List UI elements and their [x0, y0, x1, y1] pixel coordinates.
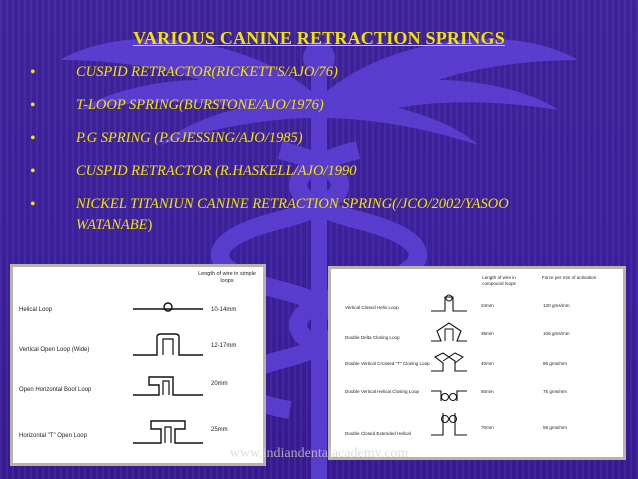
bullet-text: CUSPID RETRACTOR (R.HASKELL/AJO/1990 — [76, 163, 357, 179]
bullet-list: • CUSPID RETRACTOR(RICKETT'S/AJO/76) • T-L… — [30, 62, 630, 248]
bullet-item: • CUSPID RETRACTOR (R.HASKELL/AJO/1990 — [30, 161, 630, 182]
bullet-text: NICKEL TITANIUN CANINE RETRACTION SPRING… — [76, 196, 509, 212]
helical-loop-icon — [133, 302, 203, 312]
compound-loops-table: Length of wire in compound loops Force p… — [328, 266, 626, 460]
slide-title: VARIOUS CANINE RETRACTION SPRINGS — [133, 28, 505, 48]
table-row-value: 12-17mm — [211, 343, 237, 349]
table-row-label: Double Vertical Helical Closing Loop — [345, 389, 420, 394]
bullet-icon: • — [30, 196, 36, 213]
table-row-force: 75 gms/mm — [543, 389, 567, 394]
vertical-open-loop-icon — [133, 333, 203, 356]
table-row-force: 106 gms/mm — [543, 331, 570, 336]
table-row-length: 60mm — [481, 389, 494, 394]
bullet-item: • NICKEL TITANIUN CANINE RETRACTION SPRIN… — [30, 194, 630, 236]
column-header-length: Length of wire in simple loops — [198, 271, 256, 284]
table-row-label: Open Horizontal Boot Loop — [19, 387, 92, 393]
bullet-icon: • — [30, 163, 36, 180]
table-row-label: Double Closed Extended Helical — [345, 431, 411, 436]
table-row-value: 10-14mm — [211, 307, 237, 313]
table-row-length: 40mm — [481, 361, 494, 366]
table-row-value: 25mm — [211, 427, 228, 433]
table-row-length: 70mm — [481, 425, 494, 430]
column-header-force: Force per mm of activation — [541, 275, 597, 280]
bullet-icon: • — [30, 64, 36, 81]
simple-loops-table: Length of wire in simple loops Helical L… — [10, 264, 266, 466]
table-row-value: 20mm — [211, 381, 228, 387]
table-row-label: Helical Loop — [19, 307, 53, 313]
watermark-link[interactable]: www.indiandentalacademy.com — [229, 446, 409, 461]
bullet-icon: • — [30, 97, 36, 114]
crossed-t-loop-icon — [431, 352, 467, 372]
table-row-label: Horizontal "T" Open Loop — [19, 433, 87, 439]
bullet-text-suffix: ) — [147, 217, 153, 233]
bullet-text-continued: WATANABE — [76, 217, 148, 233]
double-delta-loop-icon — [431, 322, 467, 342]
table-row-force: 58 gms/mm — [543, 425, 567, 430]
table-row-label: Double Vertical Crossed "T" Closing Loop — [345, 361, 430, 366]
t-loop-icon — [133, 420, 203, 444]
column-header-length: Length of wire in compound loops — [482, 275, 516, 286]
table-row-force: 120 gms/mm — [543, 303, 570, 308]
table-row-length: 35mm — [481, 331, 494, 336]
bullet-text: P.G SPRING (P.GJESSING/AJO/1985) — [76, 130, 303, 146]
bullet-item: • CUSPID RETRACTOR(RICKETT'S/AJO/76) — [30, 62, 630, 83]
bullet-text: CUSPID RETRACTOR(RICKETT'S/AJO/76) — [76, 64, 338, 80]
table-row-label: Double Delta Closing Loop — [345, 335, 400, 340]
boot-loop-icon — [133, 376, 203, 396]
extended-helical-loop-icon — [431, 413, 467, 436]
bullet-text: T-LOOP SPRING(BURSTONE/AJO/1976) — [76, 97, 324, 113]
bullet-item: • T-LOOP SPRING(BURSTONE/AJO/1976) — [30, 95, 630, 116]
table-row-label: Vertical Closed Helix Loop — [345, 305, 399, 310]
bullet-item: • P.G SPRING (P.GJESSING/AJO/1985) — [30, 128, 630, 149]
table-row-force: 86 gms/mm — [543, 361, 567, 366]
bullet-icon: • — [30, 130, 36, 147]
table-row-label: Vertical Open Loop (Wide) — [19, 347, 90, 353]
double-helical-loop-icon — [431, 390, 467, 401]
closed-helix-loop-icon — [431, 294, 467, 312]
table-row-length: 24mm — [481, 303, 494, 308]
